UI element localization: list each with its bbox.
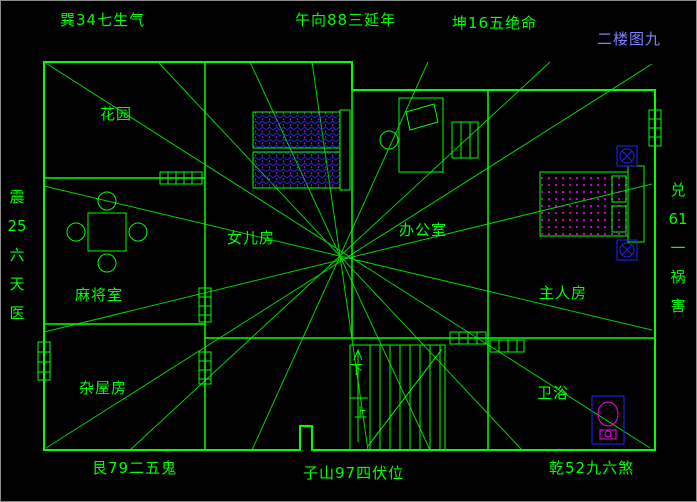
- sector-lines: [43, 61, 653, 451]
- compass-right-char: 一: [670, 239, 686, 257]
- compass-right-char: 兑: [670, 181, 686, 199]
- interior-walls: [44, 62, 655, 450]
- windows: [37, 109, 662, 385]
- circle-cross-icon: [616, 239, 638, 261]
- room-label-office: 办公室: [399, 221, 448, 239]
- compass-left-char: 25: [7, 217, 27, 235]
- stairs-down-label: 下: [350, 363, 364, 378]
- compass-left-char: 六: [9, 246, 25, 264]
- compass-right-char: 害: [670, 297, 686, 315]
- compass-left-char: 医: [9, 304, 25, 322]
- compass-label-bottom-center: 子山97四伏位: [303, 464, 405, 482]
- stairs-up-label: 上: [354, 406, 368, 421]
- daughter-beds: [252, 109, 351, 191]
- compass-left-char: 天: [9, 275, 25, 293]
- compass-right-char: 祸: [670, 268, 686, 286]
- compass-left-char: 震: [9, 188, 25, 206]
- compass-right-char: 61: [668, 210, 688, 228]
- compass-label-top-center: 午向88三延年: [295, 11, 397, 29]
- room-label-storage: 杂屋房: [79, 379, 128, 397]
- compass-label-top-right: 坤16五绝命: [452, 14, 538, 32]
- master-bed: [539, 165, 645, 243]
- circle-cross-icon: [616, 145, 638, 167]
- mahjong-table: [66, 191, 148, 273]
- compass-label-right: 兑 61 一 祸 害: [666, 176, 690, 321]
- room-label-garden: 花园: [100, 105, 133, 123]
- room-label-bathroom: 卫浴: [537, 384, 570, 402]
- room-label-daughter: 女儿房: [227, 229, 276, 247]
- room-label-mahjong: 麻将室: [75, 286, 124, 304]
- drawing-title: 二楼图九: [597, 30, 662, 48]
- stairs: [349, 344, 446, 451]
- compass-label-top-left: 巽34七生气: [60, 11, 146, 29]
- office-desk: [379, 97, 479, 173]
- room-label-master: 主人房: [539, 284, 588, 302]
- compass-label-left: 震 25 六 天 医: [5, 183, 29, 328]
- compass-label-bottom-right: 乾52九六煞: [549, 459, 635, 477]
- circle-cross-symbols: [616, 145, 638, 261]
- compass-label-bottom-left: 艮79二五鬼: [92, 459, 178, 477]
- toilet: [591, 395, 625, 445]
